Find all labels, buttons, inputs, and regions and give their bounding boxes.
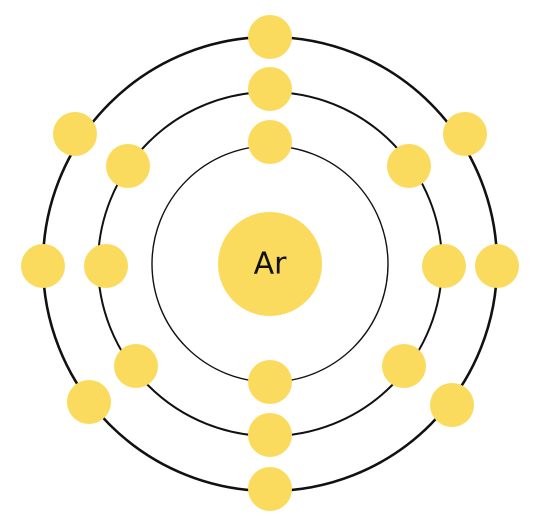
electron: [422, 244, 466, 288]
electron: [387, 144, 431, 188]
electron: [248, 120, 292, 164]
nucleus: [218, 212, 322, 316]
electron: [248, 467, 292, 511]
electron: [67, 380, 111, 424]
electron: [248, 67, 292, 111]
electron: [114, 344, 158, 388]
electrons-group: [21, 15, 519, 511]
nucleus-symbol: Ar: [254, 247, 288, 282]
electron: [443, 112, 487, 156]
electron: [21, 244, 65, 288]
electron: [430, 383, 474, 427]
electron: [475, 244, 519, 288]
electron: [248, 360, 292, 404]
electron: [382, 344, 426, 388]
electron: [248, 15, 292, 59]
electron: [84, 244, 128, 288]
electron: [106, 144, 150, 188]
electron: [53, 112, 97, 156]
electron: [248, 413, 292, 457]
